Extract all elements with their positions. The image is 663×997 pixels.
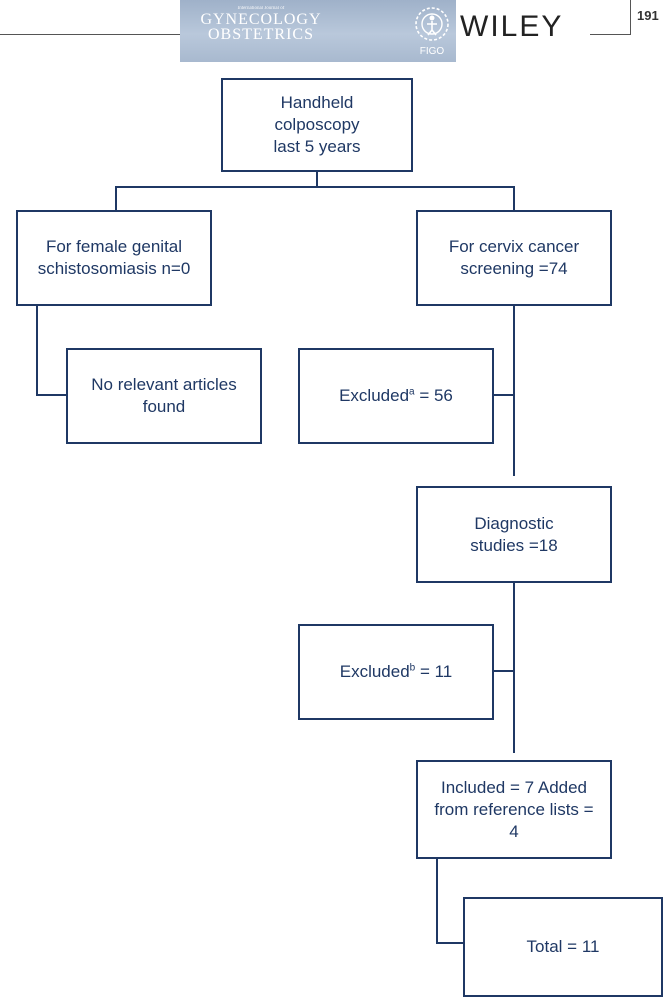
box-handheld-colposcopy-text: Handheld colposcopy last 5 years	[273, 93, 361, 156]
box-total: Total = 11	[463, 897, 663, 997]
box-cervix-cancer-screening-text: For cervix cancer screening =74	[448, 237, 580, 278]
journal-small-text: International Journal of	[237, 6, 285, 11]
box-handheld-colposcopy: Handheld colposcopy last 5 years	[221, 78, 413, 172]
journal-title-line2: OBSTETRICS	[207, 26, 314, 43]
header-rule-vertical	[630, 0, 631, 35]
connector-excluded-b	[491, 670, 515, 672]
journal-title-line1: GYNECOLOGY	[200, 11, 322, 28]
box-no-relevant-articles: No relevant articles found	[66, 348, 262, 444]
connector-right-spine-1	[513, 304, 515, 476]
connector-horizontal-top	[115, 186, 515, 188]
connector-left-branch-right	[36, 394, 66, 396]
connector-right-down	[513, 186, 515, 210]
box-total-text: Total = 11	[526, 937, 600, 956]
header-rule	[0, 34, 180, 35]
box-diagnostic-studies: Diagnostic studies =18	[416, 486, 612, 583]
box-female-genital-schistosomiasis-text: For female genital schistosomiasis n=0	[37, 237, 191, 278]
box-female-genital-schistosomiasis: For female genital schistosomiasis n=0	[16, 210, 212, 306]
box-no-relevant-articles-text: No relevant articles found	[91, 375, 237, 416]
box-excluded-a: Excludeda = 56	[298, 348, 494, 444]
publisher-logo: WILEY	[460, 10, 564, 43]
figo-label: FIGO	[419, 46, 445, 57]
page-number: 191	[637, 8, 659, 23]
excluded-b-count: = 11	[415, 662, 453, 681]
box-included: Included = 7 Added from reference lists …	[416, 760, 612, 859]
figo-logo: FIGO	[412, 4, 452, 60]
connector-included-down	[436, 857, 438, 944]
excluded-a-count: = 56	[414, 386, 453, 405]
excluded-a-label: Excluded	[339, 386, 410, 405]
journal-logo: International Journal of GYNECOLOGY OBST…	[180, 6, 342, 43]
figo-emblem-icon	[415, 7, 449, 41]
connector-right-spine-2	[513, 581, 515, 753]
box-excluded-b-text: Excludedb = 11	[340, 661, 453, 683]
box-cervix-cancer-screening: For cervix cancer screening =74	[416, 210, 612, 306]
box-diagnostic-studies-text: Diagnostic studies =18	[470, 513, 558, 555]
box-excluded-b: Excludedb = 11	[298, 624, 494, 720]
connector-root-down	[316, 170, 318, 187]
excluded-b-label: Excluded	[339, 662, 410, 681]
header-rule-right	[590, 34, 630, 35]
connector-excluded-a	[491, 394, 515, 396]
box-included-text: Included = 7 Added from reference lists …	[434, 777, 594, 841]
box-excluded-a-text: Excludeda = 56	[339, 385, 453, 407]
journal-banner: International Journal of GYNECOLOGY OBST…	[180, 0, 456, 62]
connector-included-right	[436, 942, 464, 944]
connector-left-down	[115, 186, 117, 210]
excluded-a-footnote: a	[409, 386, 415, 398]
excluded-b-footnote: b	[409, 662, 416, 674]
connector-left-branch-down	[36, 304, 38, 396]
